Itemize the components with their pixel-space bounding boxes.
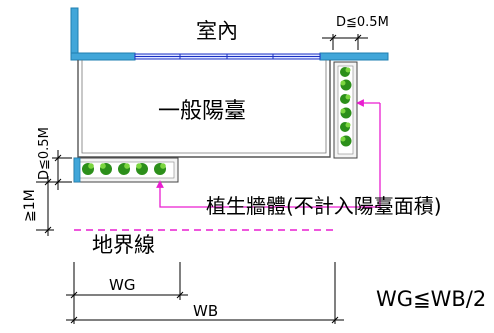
indoor-label: 室內 (196, 19, 238, 43)
plant-icon (340, 67, 352, 147)
width-dimensions (66, 262, 344, 324)
arrow-icon (156, 99, 381, 208)
wg-label: WG (109, 276, 135, 294)
balcony-label: 一般陽臺 (158, 99, 246, 124)
plant-wall-right (333, 61, 358, 159)
balcony-outline (77, 60, 331, 158)
balcony-inner-outline (81, 60, 327, 154)
depth-dimension-left (52, 150, 72, 190)
plant-wall-bottom (73, 157, 179, 183)
formula-label: WG≦WB/2 (376, 287, 486, 311)
depth-label-top: D≦0.5M (336, 15, 389, 30)
property-line-label: 地界線 (92, 233, 155, 257)
depth-label-left: D≦0.5M (37, 127, 52, 180)
depth-dimension-top (322, 34, 368, 50)
wb-label: WB (193, 302, 218, 320)
height-label: ≧1M (22, 189, 38, 222)
window (134, 53, 321, 60)
plant-wall-label: 植生牆體(不計入陽臺面積) (206, 194, 442, 218)
plant-icon (82, 163, 166, 175)
height-dimension (36, 176, 54, 236)
